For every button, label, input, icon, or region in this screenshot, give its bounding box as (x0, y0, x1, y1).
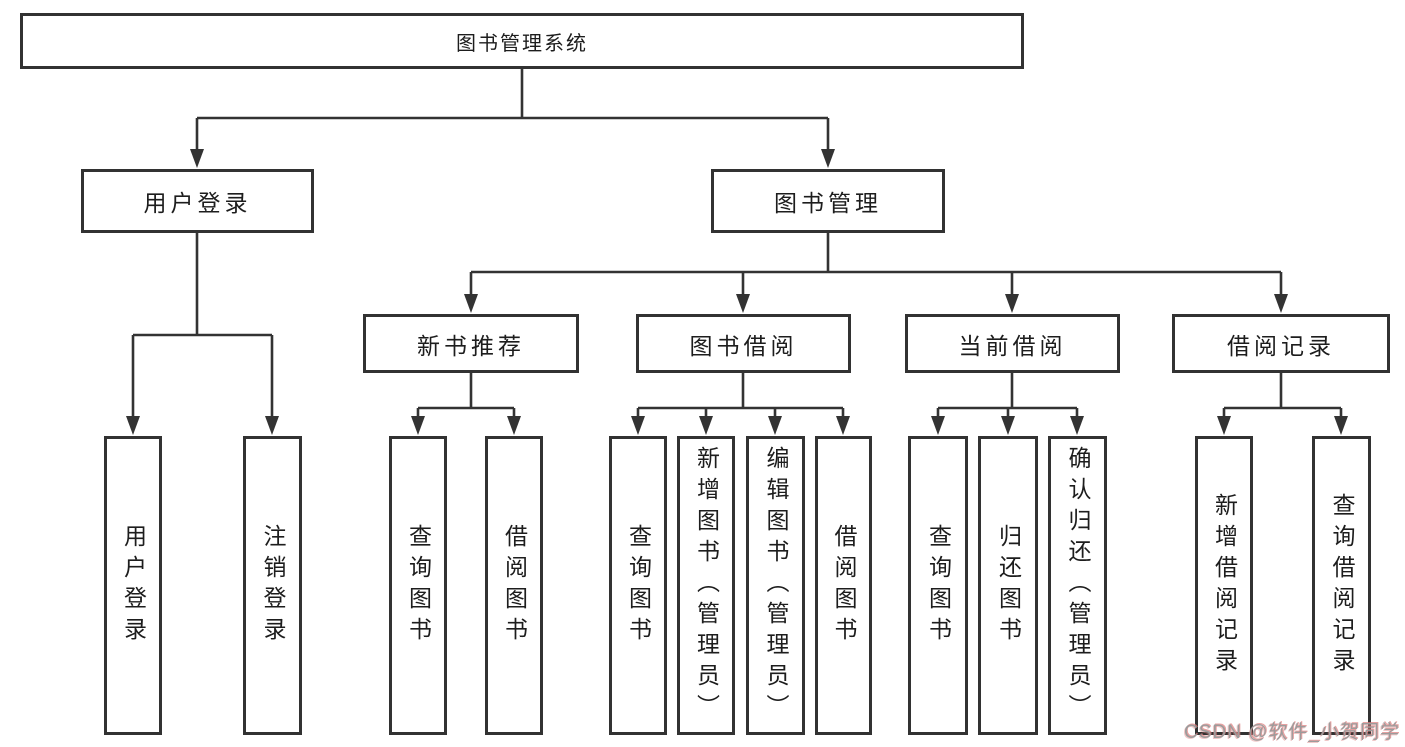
node-label: 图书管理 (774, 190, 882, 216)
node-user-login: 用户登录 (81, 169, 314, 233)
node-label: 确认归还（管理员） (1065, 446, 1091, 725)
node-label: 查询图书 (625, 523, 652, 648)
node-label: 新增借阅记录 (1211, 492, 1238, 679)
node-label: 查询图书 (405, 523, 432, 648)
leaf-query-books-current: 查询图书 (908, 436, 968, 735)
node-label: 当前借阅 (958, 332, 1067, 359)
node-label: 图书借阅 (689, 332, 798, 359)
node-book-management: 图书管理 (711, 169, 945, 233)
node-label: 用户登录 (143, 190, 252, 216)
node-library-management-system: 图书管理系统 (20, 13, 1024, 69)
node-label: 注销登录 (260, 523, 286, 648)
leaf-borrow-books-borrowing: 借阅图书 (815, 436, 872, 735)
node-label: 查询借阅记录 (1329, 492, 1355, 679)
leaf-add-borrow-record: 新增借阅记录 (1195, 436, 1253, 735)
csdn-watermark: CSDN @软件_小贺同学 (1184, 722, 1400, 743)
leaf-add-book-admin: 新增图书（管理员） (677, 436, 735, 735)
leaf-confirm-return-admin: 确认归还（管理员） (1048, 436, 1107, 735)
node-book-borrowing: 图书借阅 (636, 314, 851, 373)
leaf-logout: 注销登录 (243, 436, 302, 735)
node-new-book-recommendation: 新书推荐 (363, 314, 579, 373)
leaf-edit-book-admin: 编辑图书（管理员） (746, 436, 805, 735)
node-label: 新增图书（管理员） (693, 446, 720, 725)
node-label: 归还图书 (995, 523, 1022, 648)
leaf-query-books-borrowing: 查询图书 (609, 436, 667, 735)
leaf-borrow-books-recommend: 借阅图书 (485, 436, 543, 735)
node-label: 编辑图书（管理员） (763, 446, 789, 725)
node-label: 图书管理系统 (456, 32, 588, 55)
node-borrowing-records: 借阅记录 (1172, 314, 1390, 373)
leaf-return-books: 归还图书 (978, 436, 1038, 735)
node-label: 借阅图书 (501, 523, 528, 648)
node-label: 借阅记录 (1227, 332, 1335, 359)
node-label: 用户登录 (120, 523, 147, 648)
leaf-query-books-recommend: 查询图书 (389, 436, 447, 735)
node-label: 新书推荐 (417, 332, 525, 359)
node-current-borrowing: 当前借阅 (905, 314, 1120, 373)
leaf-user-login: 用户登录 (104, 436, 162, 735)
node-label: 借阅图书 (831, 523, 857, 648)
arrowhead-icons (126, 149, 1348, 435)
node-label: 查询图书 (925, 523, 952, 648)
leaf-query-borrow-record: 查询借阅记录 (1312, 436, 1371, 735)
